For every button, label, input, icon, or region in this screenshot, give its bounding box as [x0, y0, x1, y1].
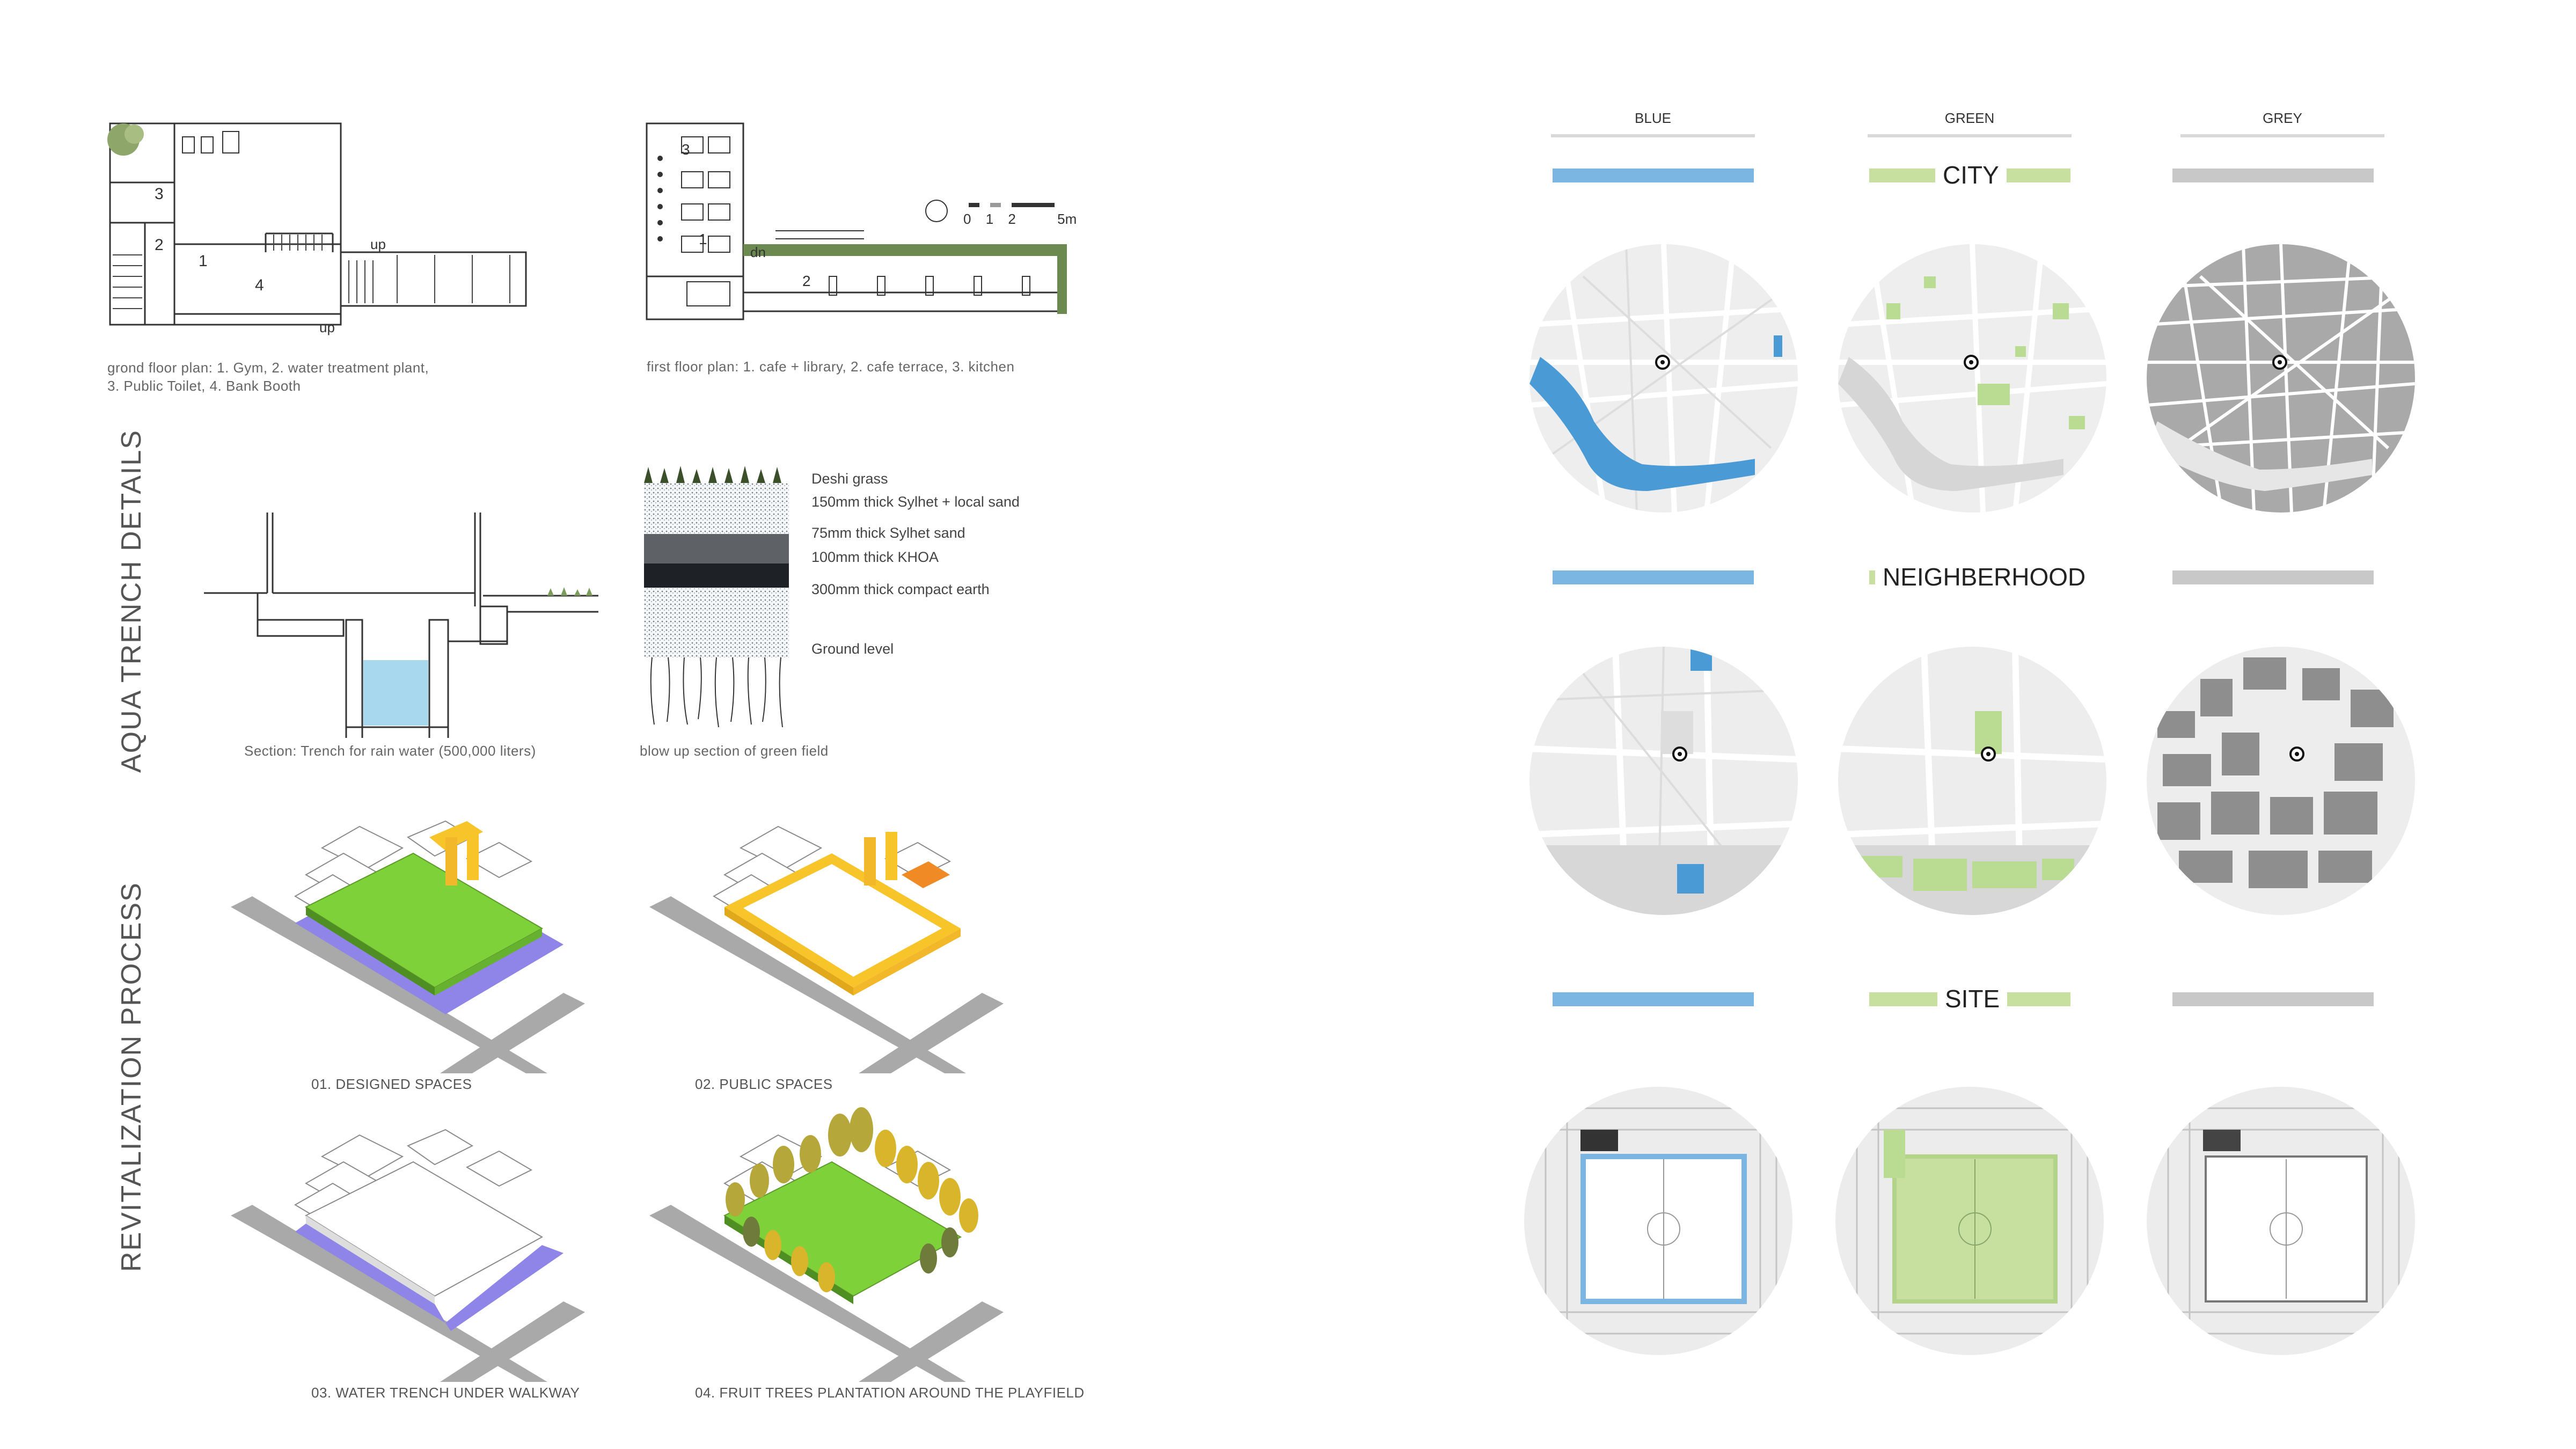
axo-designed-spaces [231, 816, 617, 1073]
first-label-dn: dn [750, 244, 766, 260]
column-head-blue: BLUE [1635, 110, 1671, 126]
first-floor-caption: first floor plan: 1. cafe + library, 2. … [647, 358, 1015, 375]
bar-blue-site [1553, 992, 1754, 1006]
axo-water-trench-drawing [231, 1129, 585, 1382]
step-label-4: 04. FRUIT TREES PLANTATION AROUND THE PL… [695, 1385, 1085, 1401]
layer-label-2: 150mm thick Sylhet + local sand [811, 494, 1020, 510]
scale-title-site: SITE [1937, 985, 2008, 1013]
map-grey-city [2147, 244, 2415, 513]
bar-grey-site [2172, 992, 2374, 1006]
layer-label-4: 100mm thick KHOA [811, 549, 939, 565]
ground-label-2: 2 [155, 236, 164, 254]
scale-unit: m [1065, 211, 1077, 227]
green-field-blowup [644, 462, 789, 730]
trench-section [204, 513, 606, 750]
scale-0: 0 [963, 211, 971, 227]
map-blue-site [1524, 1087, 1792, 1355]
ground-floor-plan-drawing [107, 122, 527, 326]
map-green-neighborhood-drawing [1838, 647, 2106, 915]
map-blue-neighborhood [1529, 647, 1798, 915]
map-blue-site-drawing [1524, 1087, 1792, 1355]
map-grey-neighborhood [2147, 647, 2415, 915]
axo-water-trench [231, 1124, 617, 1382]
trench-section-drawing [204, 513, 598, 750]
map-green-city [1838, 244, 2106, 513]
bar-grey-city [2172, 169, 2374, 182]
scale-5: 5 [1057, 211, 1065, 227]
map-grey-site-drawing [2147, 1087, 2415, 1355]
map-blue-neighborhood-drawing [1529, 647, 1798, 915]
first-floor-plan-drawing [646, 122, 1067, 320]
aqua-trench-title: AQUA TRENCH DETAILS [116, 429, 147, 773]
axo-fruit-trees [649, 1106, 1036, 1382]
step-label-1: 01. DESIGNED SPACES [311, 1076, 472, 1092]
first-floor-plan: 3 1 2 dn 0 1 2 5m [639, 115, 1079, 341]
layer-label-6: Ground level [811, 641, 894, 657]
first-label-2: 2 [802, 273, 811, 289]
bar-blue-city [1553, 169, 1754, 182]
blowup-caption: blow up section of green field [640, 743, 829, 759]
first-label-3: 3 [682, 141, 690, 158]
ground-label-up-2: up [319, 319, 335, 335]
axo-public-spaces-drawing [649, 825, 1004, 1073]
ground-caption-line-1: grond floor plan: 1. Gym, 2. water treat… [107, 360, 429, 376]
scale-1: 1 [985, 211, 994, 227]
layer-label-1: Deshi grass [811, 471, 888, 487]
map-blue-city-drawing [1529, 244, 1798, 513]
scale-bar: 0 1 2 5m [963, 211, 1077, 228]
ground-label-4: 4 [255, 276, 264, 294]
bar-blue-neighborhood [1553, 570, 1754, 584]
ground-floor-caption: grond floor plan: 1. Gym, 2. water treat… [107, 358, 429, 395]
layer-label-5: 300mm thick compact earth [811, 581, 990, 597]
map-grey-site [2147, 1087, 2415, 1355]
step-label-2: 02. PUBLIC SPACES [695, 1076, 833, 1092]
map-blue-city [1529, 244, 1798, 513]
revitalization-title: REVITALIZATION PROCESS [116, 882, 147, 1272]
bar-grey-neighborhood [2172, 570, 2374, 584]
column-rule-blue [1551, 134, 1755, 137]
first-label-1: 1 [699, 231, 707, 247]
ground-label-3: 3 [155, 185, 164, 203]
map-green-site [1835, 1087, 2104, 1355]
ground-label-1: 1 [199, 252, 208, 270]
map-green-neighborhood [1838, 647, 2106, 915]
green-field-blowup-drawing [644, 466, 789, 728]
axo-fruit-trees-drawing [649, 1107, 1004, 1382]
column-rule-grey [2180, 134, 2384, 137]
axo-public-spaces [649, 816, 1036, 1073]
column-head-grey: GREY [2263, 110, 2302, 126]
step-label-3: 03. WATER TRENCH UNDER WALKWAY [311, 1385, 580, 1401]
ground-caption-line-2: 3. Public Toilet, 4. Bank Booth [107, 378, 301, 394]
layer-label-3: 75mm thick Sylhet sand [811, 525, 965, 541]
scale-2: 2 [1008, 211, 1016, 227]
map-grey-neighborhood-drawing [2157, 657, 2394, 888]
ground-floor-plan: 1 2 3 4 up up [102, 115, 574, 352]
column-head-green: GREEN [1944, 110, 1995, 126]
map-grey-city-drawing [2147, 244, 2415, 513]
map-green-site-drawing [1835, 1087, 2104, 1355]
scale-title-city: CITY [1935, 161, 2007, 189]
scale-title-neighborhood: NEIGHBERHOOD [1875, 563, 2094, 591]
axo-designed-spaces-drawing [231, 820, 585, 1073]
column-rule-green [1868, 134, 2072, 137]
trench-section-caption: Section: Trench for rain water (500,000 … [244, 743, 536, 759]
map-green-city-drawing [1838, 244, 2106, 513]
ground-label-up-1: up [370, 236, 386, 252]
